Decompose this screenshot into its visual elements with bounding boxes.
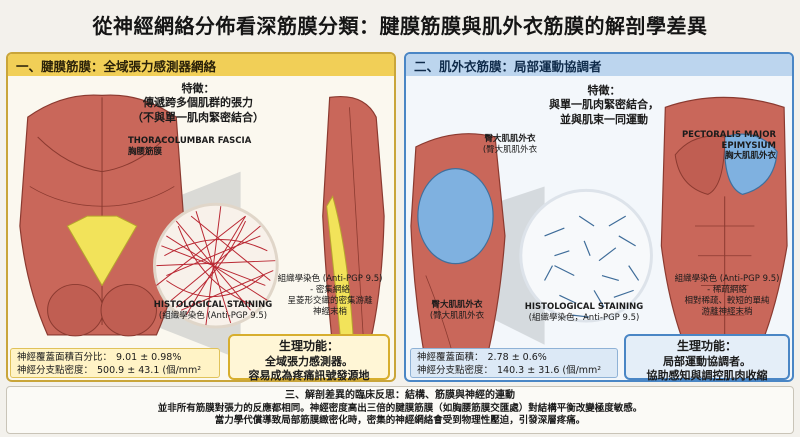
stat-area-value: 9.01 ± 0.98% <box>116 352 182 363</box>
glute-bottom-line: (臀大肌肌外衣 <box>429 311 485 322</box>
fascia-callout: THORACOLUMBAR FASCIA 胸腰筋膜 <box>128 136 251 157</box>
feature-block: 特徵： 傳遞跨多個肌群的張力 （不與單一肌肉緊密結合） <box>123 82 273 125</box>
pec-label-zh: 胸大肌肌外衣 <box>724 151 776 162</box>
stat-area-label: 神經覆蓋面積百分比： <box>17 352 113 363</box>
summary-line: 當力學代償導致局部筋膜緻密化時，密集的神經網絡會受到物理性壓迫，引發深層疼痛。 <box>214 415 586 427</box>
glute-label-line: (臀大肌肌外衣 <box>482 145 538 156</box>
histology-caption: HISTOLOGICAL STAINING (組織學染色 (Anti-PGP 9… <box>148 300 278 322</box>
feature-line: 與單一肌肉緊密結合， <box>549 98 659 112</box>
stat-area-value: 2.78 ± 0.6% <box>487 352 547 363</box>
dense-nerve-network <box>152 202 279 329</box>
stain-caption: 組織學染色 (Anti-PGP 9.5) - 稀疏網絡 相對稀疏、較短的單純 游… <box>664 274 790 318</box>
glute-bottom-label: 臀大肌肌外衣 (臀大肌肌外衣 <box>412 300 502 322</box>
panel-heading: 二、肌外衣筋膜：局部運動協調者 <box>406 54 792 76</box>
fascia-label-zh: 胸腰筋膜 <box>128 146 163 157</box>
feature-line: 傳遞跨多個肌群的張力 <box>143 96 253 110</box>
histology-zh: (組織學染色，Anti-PGP 9.5) <box>528 313 640 324</box>
back-muscles-figure <box>19 94 185 337</box>
histology-zh: (組織學染色 (Anti-PGP 9.5) <box>158 311 268 322</box>
thigh-figure <box>322 96 385 366</box>
histology-caption: HISTOLOGICAL STAINING (組織學染色，Anti-PGP 9.… <box>514 302 654 324</box>
stain-line: 組織學染色 (Anti-PGP 9.5) <box>674 274 780 284</box>
stain-line: 相對稀疏、較短的單純 <box>684 296 770 307</box>
stat-density-label: 神經分支點密度： <box>17 364 94 376</box>
clinical-summary: 三、解剖差異的臨床反思：結構、筋膜與神經的連動 並非所有筋膜對張力的反應都相同。… <box>6 386 794 434</box>
stat-density-label: 神經分支點密度： <box>417 364 494 376</box>
feature-block: 特徵： 與單一肌肉緊密結合， 並與肌束一同運動 <box>524 84 684 127</box>
feature-line: 並與肌束一同運動 <box>560 112 648 126</box>
histology-en: HISTOLOGICAL STAINING <box>153 300 273 310</box>
stat-density-value: 140.3 ± 31.6 (個/mm² <box>497 364 602 376</box>
stat-area-label: 神經覆蓋面積： <box>417 352 484 363</box>
summary-title: 三、解剖差異的臨床反思：結構、筋膜與神經的連動 <box>285 390 515 401</box>
epimysial-stats: 神經覆蓋面積：2.78 ± 0.6% 神經分支點密度：140.3 ± 31.6 … <box>410 348 618 378</box>
feature-title: 特徵： <box>181 82 215 95</box>
thoracolumbar-fascia <box>66 215 138 287</box>
sparse-nerve-network <box>519 188 653 323</box>
feature-title: 特徵： <box>587 84 621 97</box>
panel-heading: 一、腱膜筋膜：全域張力感測器網絡 <box>8 54 394 76</box>
epimysial-function-box: 生理功能： 局部運動協調者。 協助感知與調控肌肉收縮 <box>624 334 790 382</box>
stain-line: - 稀疏網絡 <box>707 285 747 296</box>
stat-density-value: 500.9 ± 43.1 (個/mm² <box>97 364 202 376</box>
pec-label-en: PECTORALIS MAJOR <box>681 130 776 140</box>
function-title: 生理功能： <box>278 339 339 353</box>
glute-bottom-line: 臀大肌肌外衣 <box>431 300 483 310</box>
gluteus-epimysium <box>417 168 494 265</box>
stain-line: - 密集網絡 <box>310 285 350 296</box>
summary-line: 並非所有筋膜對張力的反應都相同。神經密度高出三倍的腱膜筋膜（如胸腰筋膜交匯處）對… <box>157 402 643 414</box>
function-line: 局部運動協調者。 <box>663 354 751 368</box>
aponeurotic-function-box: 生理功能： 全域張力感測器。 容易成為疼痛訊號發源地 <box>228 334 390 382</box>
function-line: 協助感知與調控肌肉收縮 <box>646 368 768 382</box>
function-line: 容易成為疼痛訊號發源地 <box>248 368 370 382</box>
pec-label-en: EPIMYSIUM <box>721 140 776 151</box>
aponeurotic-illustration <box>19 94 385 366</box>
function-title: 生理功能： <box>676 339 737 353</box>
pec-callout: PECTORALIS MAJOR EPIMYSIUM 胸大肌肌外衣 <box>676 130 776 162</box>
function-line: 全域張力感測器。 <box>265 354 353 368</box>
page-title: 從神經網絡分佈看深筋膜分類：腱膜筋膜與肌外衣筋膜的解剖學差異 <box>92 13 708 38</box>
stain-line: 呈菱形交織的密集游離 <box>287 296 373 307</box>
aponeurotic-fascia-panel: 一、腱膜筋膜：全域張力感測器網絡 <box>6 52 396 382</box>
histology-en: HISTOLOGICAL STAINING <box>524 302 644 312</box>
stain-caption: 組織學染色 (Anti-PGP 9.5) - 密集網絡 呈菱形交織的密集游離 神… <box>270 274 390 318</box>
epimysial-fascia-panel: 二、肌外衣筋膜：局部運動協調者 <box>404 52 794 382</box>
glute-epimysium-label: 臀大肌肌外衣 (臀大肌肌外衣 <box>468 134 552 156</box>
epimysial-illustration <box>410 96 788 376</box>
stain-line: 神經末梢 <box>312 307 347 318</box>
fascia-label-en: THORACOLUMBAR FASCIA <box>128 136 252 146</box>
feature-line: （不與單一肌肉緊密結合） <box>132 110 264 124</box>
stain-line: 游離神經末梢 <box>701 307 753 318</box>
pectoralis-epimysium <box>723 133 778 195</box>
gluteus-figure <box>410 133 506 366</box>
glute-label-line: 臀大肌肌外衣 <box>484 134 536 144</box>
stain-line: 組織學染色 (Anti-PGP 9.5) <box>277 274 383 284</box>
aponeurotic-stats: 神經覆蓋面積百分比：9.01 ± 0.98% 神經分支點密度：500.9 ± 4… <box>10 348 220 378</box>
chest-figure <box>660 96 788 376</box>
